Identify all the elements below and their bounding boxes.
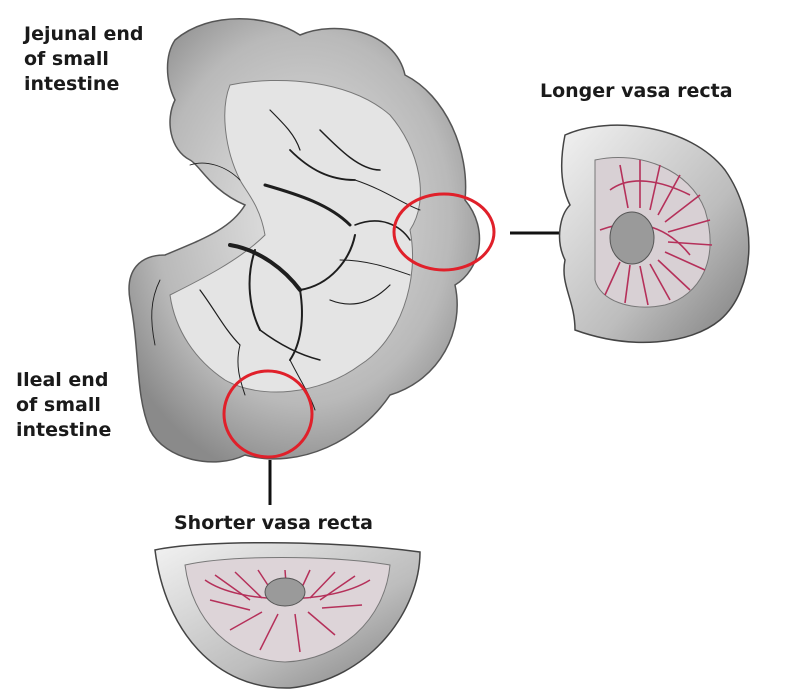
intestine-illustration — [128, 18, 481, 463]
ileum-mesentery — [184, 557, 391, 663]
longer-vasa-recta-label: Longer vasa recta — [540, 80, 733, 102]
ileal-label-line-3: intestine — [16, 419, 112, 441]
ileum-center-vessel — [264, 577, 306, 607]
jejunal-label-line-1: Jejunal end — [24, 23, 144, 45]
jejunum-highlight-circle — [392, 192, 496, 272]
ileum-cross-section — [154, 541, 421, 689]
jejunal-label-line-2: of small — [24, 48, 109, 70]
jejunum-center-vessel — [609, 211, 655, 265]
ileal-label-line-2: of small — [16, 394, 101, 416]
mesentery — [169, 79, 421, 393]
jejunal-label-line-3: intestine — [24, 73, 120, 95]
jejunum-cross-section — [558, 124, 750, 344]
jejunal-end-label: Jejunal end of small intestine — [24, 22, 143, 97]
shorter-vasa-recta-label: Shorter vasa recta — [174, 512, 373, 534]
mesenteric-vessels — [151, 109, 421, 411]
ileal-end-label: Ileal end of small intestine — [16, 368, 111, 443]
ileal-label-line-1: Ileal end — [16, 369, 109, 391]
ileum-highlight-circle — [222, 369, 314, 459]
